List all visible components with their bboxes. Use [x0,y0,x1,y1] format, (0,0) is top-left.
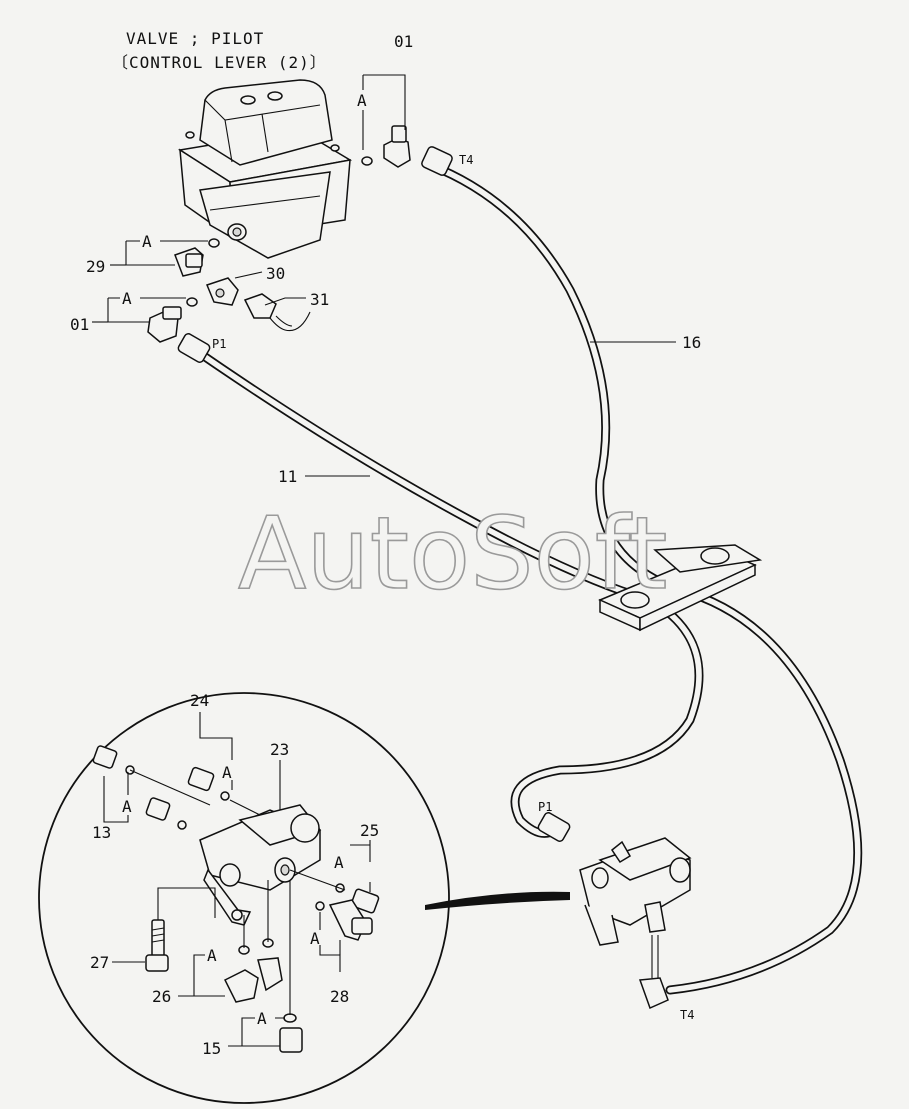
callout-01-left: 01 [70,315,89,334]
group-mark-a: A [310,929,320,948]
callout-16: 16 [682,333,701,352]
fitting-29 [174,238,220,277]
detail-circle [38,692,450,1104]
fitting-01-left [147,306,182,343]
detail-fitting-26 [223,938,283,1003]
pilot-valve-body [177,79,353,259]
group-mark-a: A [334,853,344,872]
group-mark-a: A [142,232,152,251]
callout-23: 23 [270,740,289,759]
group-mark-a: A [357,91,367,110]
detail-fitting-28 [315,899,373,941]
callout-26: 26 [152,987,171,1006]
hose-11 [177,333,704,842]
group-mark-a: A [122,797,132,816]
group-mark-a: A [222,763,232,782]
port-label-p1-bottom: P1 [538,800,552,814]
fitting-30 [186,277,239,307]
callout-28: 28 [330,987,349,1006]
detail-pointer [425,891,570,910]
callout-25: 25 [360,821,379,840]
callout-27: 27 [90,953,109,972]
port-label-p1-top: P1 [212,337,226,351]
detail-fitting-24 [187,766,230,801]
watermark: AutoSoft [238,495,668,612]
group-mark-a: A [122,289,132,308]
leader-lines [92,74,676,1047]
callout-13: 13 [92,823,111,842]
port-label-t4-top: T4 [459,153,473,167]
detail-bolt-27 [145,919,169,972]
callout-01-top: 01 [394,32,413,51]
callout-29: 29 [86,257,105,276]
detail-axis-lines [129,769,346,1015]
fitting-01-top [361,125,411,168]
pressure-switch-31 [243,293,311,332]
callout-11: 11 [278,467,297,486]
title-line-1: VALVE ; PILOT [126,29,264,48]
hose-clamp [598,544,763,632]
callout-24: 24 [190,691,209,710]
callout-15: 15 [202,1039,221,1058]
group-mark-a: A [257,1009,267,1028]
port-label-t4-bottom: T4 [680,1008,694,1022]
detail-valve-23 [199,804,322,926]
selector-valve [579,837,692,1010]
detail-fitting-13 [92,745,187,830]
callout-31: 31 [310,290,329,309]
group-mark-a: A [207,946,217,965]
title-line-2: 〔CONTROL LEVER (2)〕 [112,53,327,72]
callout-30: 30 [266,264,285,283]
detail-fitting-15 [279,1013,303,1053]
